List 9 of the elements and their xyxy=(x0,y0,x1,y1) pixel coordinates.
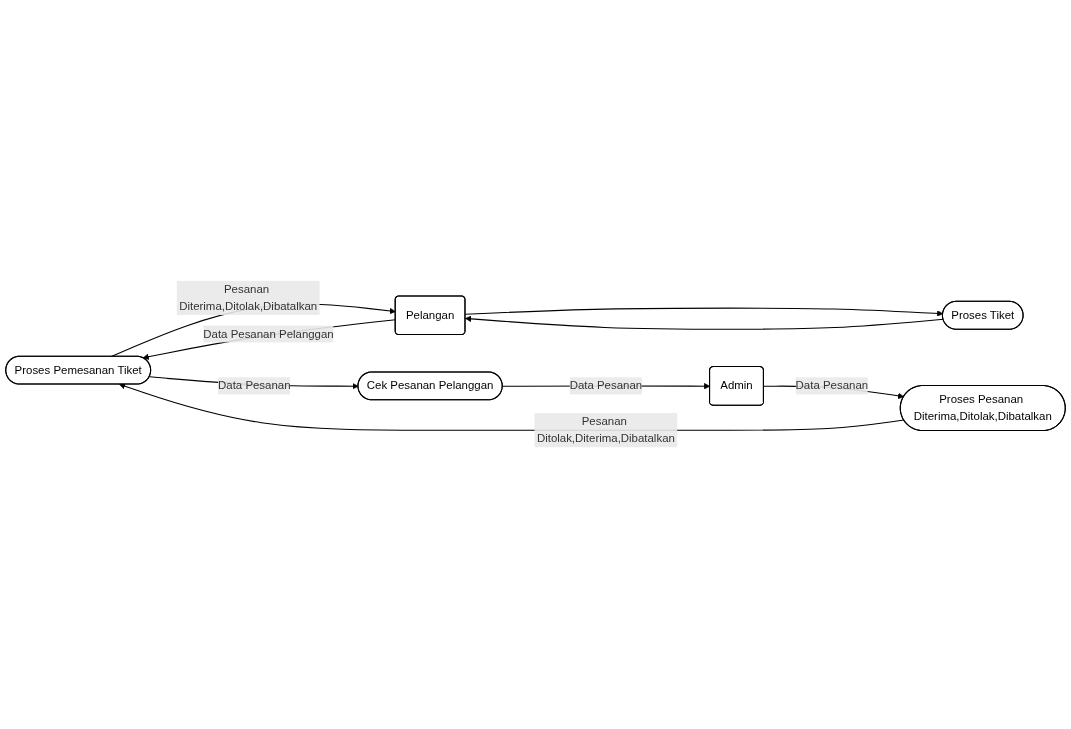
edge-label: Data Pesanan xyxy=(569,379,643,393)
edge-label: Data Pesanan xyxy=(795,379,869,393)
arrow xyxy=(465,316,944,331)
edge-label: Pesanan Ditolak,Diterima,Dibatalkan xyxy=(536,415,675,445)
edge-label: Data Pesanan xyxy=(218,379,291,393)
edge-label: Data Pesanan Pelanggan xyxy=(203,328,334,341)
arrow xyxy=(464,308,944,318)
arrow xyxy=(110,304,396,358)
edge-label: Pesanan Diterima,Ditolak,Dibatalkan xyxy=(179,283,318,313)
